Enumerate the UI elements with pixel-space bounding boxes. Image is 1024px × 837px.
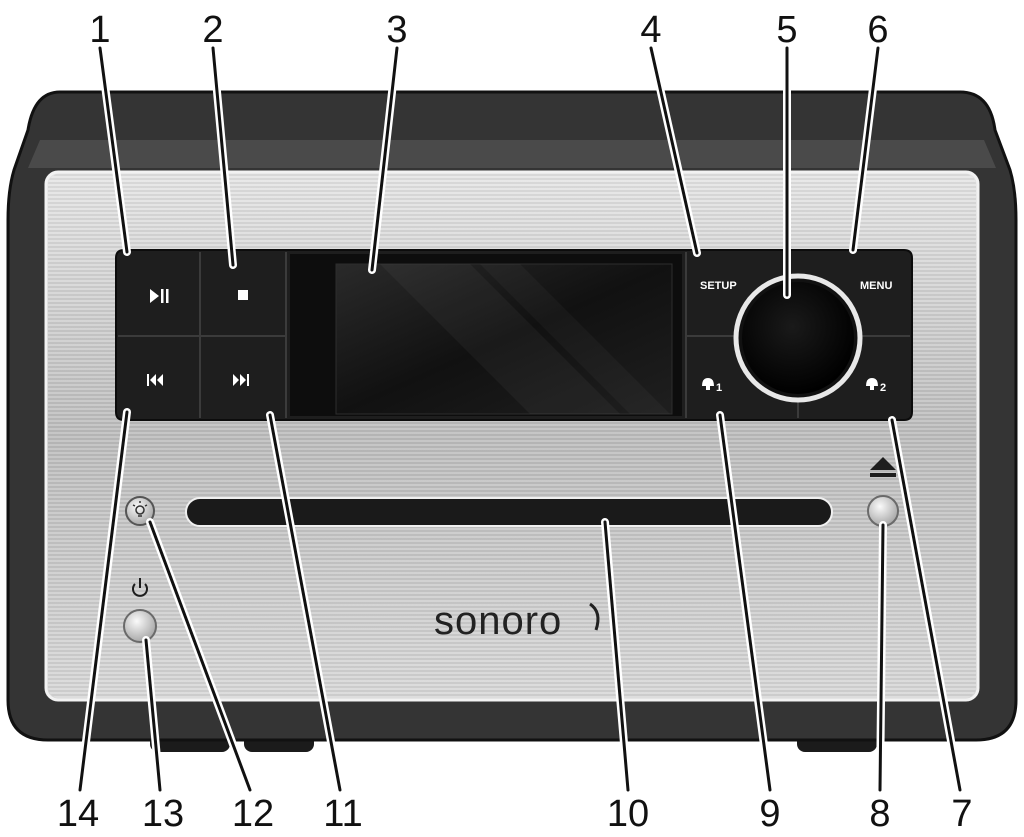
stop-button[interactable] xyxy=(202,254,284,334)
preset-icon xyxy=(702,378,714,390)
skip-previous-button[interactable] xyxy=(120,338,198,416)
brand-logo-text: sonoro xyxy=(434,599,562,643)
preset-icon xyxy=(866,378,878,390)
skip-next-icon xyxy=(233,374,249,386)
preset-1-label: 1 xyxy=(716,382,722,394)
callout-7: 7 xyxy=(951,793,972,835)
callout-5: 5 xyxy=(776,9,797,51)
leader-lines xyxy=(76,44,964,794)
power-button[interactable] xyxy=(123,609,157,643)
play-pause-button[interactable] xyxy=(120,254,198,334)
display-screen xyxy=(290,254,682,416)
callout-1: 1 xyxy=(89,9,110,51)
preset-2-button[interactable]: 2 xyxy=(866,378,886,394)
stop-icon xyxy=(238,290,248,300)
rotary-knob[interactable] xyxy=(733,273,863,403)
callout-9: 9 xyxy=(759,793,780,835)
setup-label: SETUP xyxy=(700,280,737,292)
callout-2: 2 xyxy=(202,9,223,51)
callout-4: 4 xyxy=(640,9,661,51)
callout-13: 13 xyxy=(142,793,184,835)
callout-6: 6 xyxy=(867,9,888,51)
callout-3: 3 xyxy=(386,9,407,51)
dimmer-button[interactable] xyxy=(125,496,155,526)
callout-10: 10 xyxy=(607,793,649,835)
callout-11: 11 xyxy=(323,793,362,835)
preset-2-label: 2 xyxy=(880,382,886,394)
skip-previous-icon xyxy=(147,374,163,386)
callout-8: 8 xyxy=(869,793,890,835)
dimmer-icon xyxy=(132,501,148,517)
eject-icon xyxy=(870,457,896,477)
cd-slot[interactable] xyxy=(185,497,833,527)
skip-next-button[interactable] xyxy=(202,338,284,416)
setup-button[interactable]: SETUP xyxy=(700,280,737,292)
play-pause-icon xyxy=(150,289,159,303)
preset-1-button[interactable]: 1 xyxy=(702,378,722,394)
callout-14: 14 xyxy=(57,793,99,835)
callout-numbers: 1 2 3 4 5 6 14 13 12 11 10 9 8 7 xyxy=(57,9,973,835)
menu-label: MENU xyxy=(860,280,892,292)
callout-12: 12 xyxy=(232,793,274,835)
cabinet-top-edge xyxy=(28,140,996,168)
power-button-group xyxy=(123,578,157,643)
menu-button[interactable]: MENU xyxy=(860,280,892,292)
power-icon xyxy=(132,578,148,597)
brand-logo: sonoro xyxy=(434,599,600,643)
